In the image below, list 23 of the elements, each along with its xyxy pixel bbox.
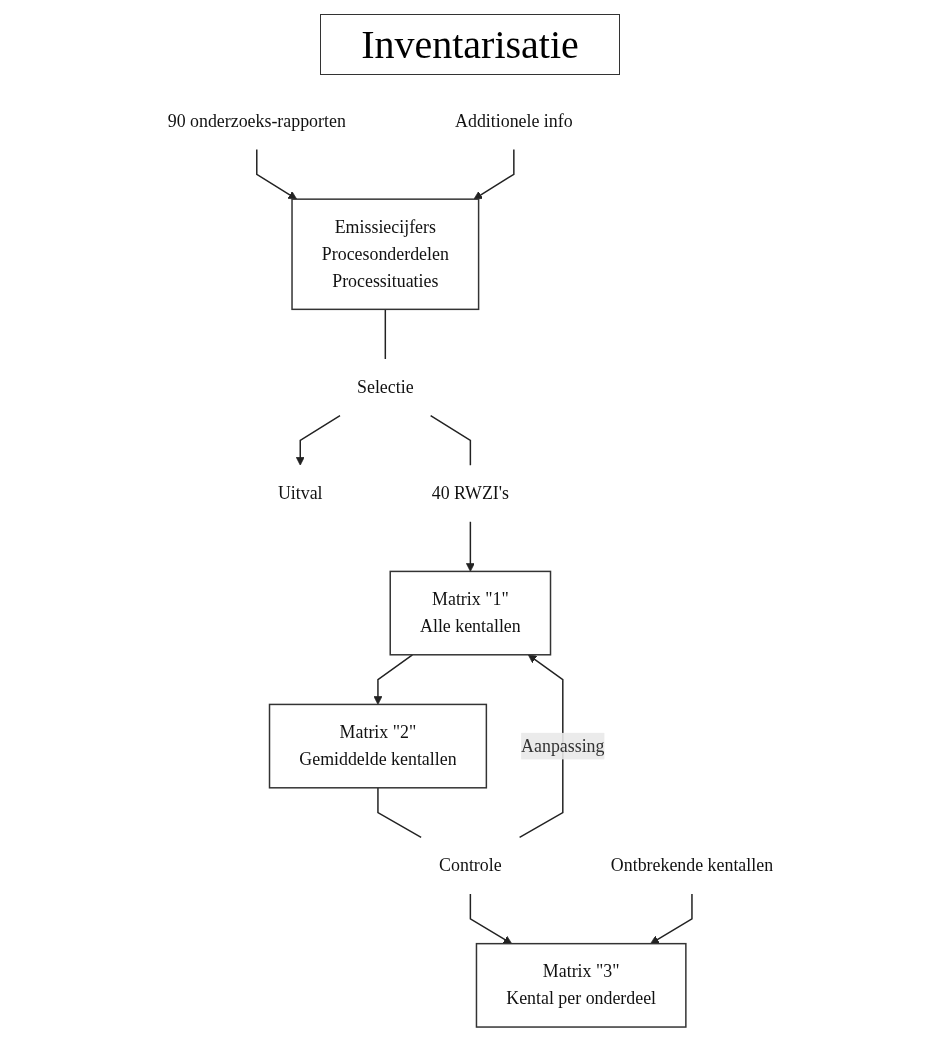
arrow [373,654,413,705]
arrow [469,893,512,945]
node-box: Matrix "1" Alle kentallen [389,570,551,656]
arrow [649,893,693,945]
arrow [255,148,297,200]
connector [384,308,386,360]
node-box: Matrix "3" Kental per onderdeel [475,942,687,1028]
node-text: 40 RWZI's [431,483,509,503]
edge-label: Aanpassing [520,735,605,756]
node-text: Ontbrekende kentallen [610,855,773,876]
node-text: Additionele info [454,110,573,131]
node-box: Matrix "2" Gemiddelde kentallen [268,703,487,789]
node-text: Uitval [277,483,323,503]
arrow [473,148,515,200]
connector [429,414,471,466]
arrow [295,414,341,466]
arrow [465,521,475,572]
node-text: Selectie [356,376,414,397]
title: Inventarisatie [320,14,620,75]
node-text: Controle [438,855,502,876]
node-box: Emissiecijfers Procesonderdelen Processituaties [290,198,479,311]
connector [376,787,422,839]
node-text: 90 onderzoeks-rapporten [167,110,346,131]
